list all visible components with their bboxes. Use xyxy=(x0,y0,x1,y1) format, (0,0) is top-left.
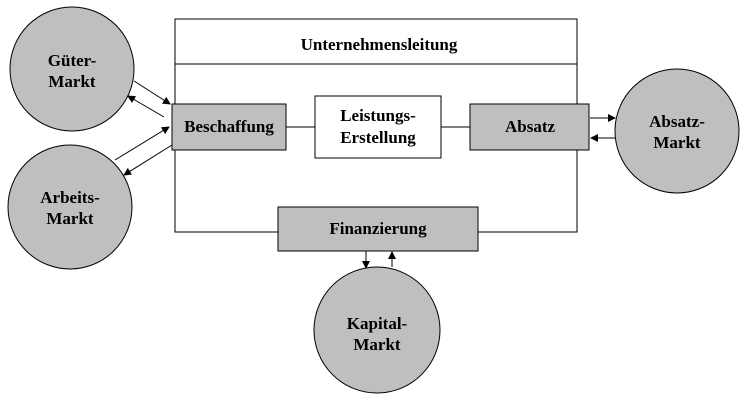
sales-market-label-line1: Absatz- xyxy=(649,112,705,131)
goods-market-label-line1: Güter- xyxy=(48,51,97,70)
arrow-labor-to-procurement xyxy=(114,126,170,161)
sales-label: Absatz xyxy=(505,117,556,136)
capital-market-label-line1: Kapital- xyxy=(347,314,408,333)
capital-market-label-line2: Markt xyxy=(353,335,401,354)
financing-label: Finanzierung xyxy=(329,219,427,238)
labor-market-circle xyxy=(7,144,133,270)
goods-market-circle xyxy=(9,6,135,132)
sales-market-label-line2: Markt xyxy=(653,133,701,152)
production-box xyxy=(314,95,442,159)
capital-market-circle xyxy=(313,266,441,394)
production-label-line2: Erstellung xyxy=(340,128,416,147)
labor-market-label-line1: Arbeits- xyxy=(40,188,100,207)
sales-market-circle xyxy=(614,68,740,194)
arrow-procurement-to-labor xyxy=(123,144,173,176)
arrow-goods-to-procurement xyxy=(133,80,171,105)
production-label-line1: Leistungs- xyxy=(340,106,416,125)
management-label: Unternehmensleitung xyxy=(301,35,458,54)
procurement-label: Beschaffung xyxy=(184,117,274,136)
financing-box xyxy=(277,206,479,252)
arrow-procurement-to-goods xyxy=(127,95,165,118)
procurement-box xyxy=(171,103,287,151)
goods-market-label-line2: Markt xyxy=(48,72,96,91)
labor-market-label-line2: Markt xyxy=(46,209,94,228)
sales-box xyxy=(469,103,590,151)
